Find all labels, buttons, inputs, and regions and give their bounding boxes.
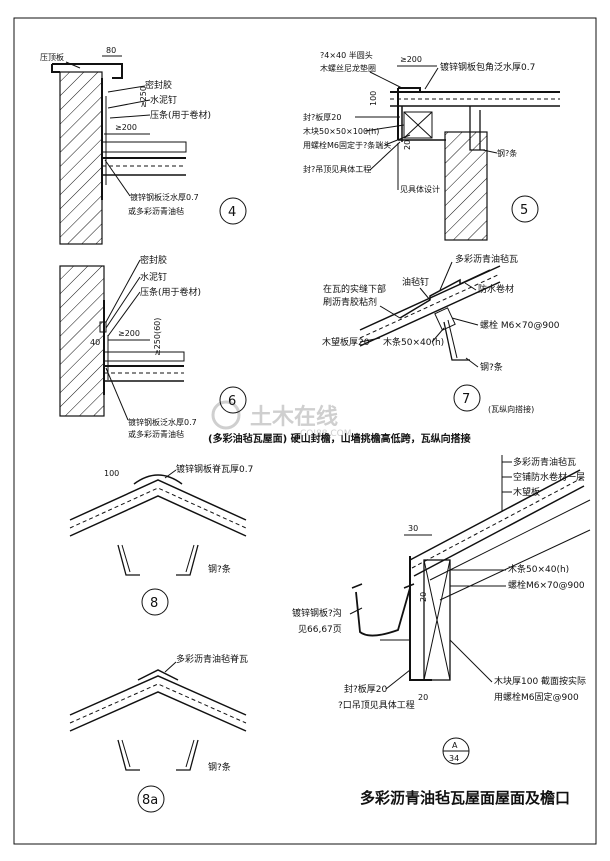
d8-dim: 100 (104, 469, 119, 478)
d5-label-3: 封?板厚20 (303, 112, 341, 122)
d8-number: 8 (150, 596, 158, 611)
d6-label-1: 水泥钉 (140, 271, 167, 283)
watermark-sub: COI88.COM (300, 429, 351, 439)
d7-label-5: 螺栓 M6×70@900 (480, 319, 560, 331)
d6-label-2: 压条(用于卷材) (140, 286, 201, 298)
d7-label-8: 钢?条 (480, 361, 503, 373)
eave-label-0: 多彩沥青油毡瓦 (513, 456, 576, 468)
detail-8: 100 镀锌钢板脊瓦厚0.7 钢?条 8 (69, 463, 253, 616)
eave-label-3: 木条50×40(h) (508, 563, 569, 575)
eave-label-10: 用螺栓M6固定@900 (494, 691, 579, 703)
d4-dim-lap: ≥200 (115, 123, 137, 132)
sheet-border (13, 17, 597, 845)
d4-label-3: 压条(用于卷材) (150, 109, 211, 121)
d8-label-0: 镀锌钢板脊瓦厚0.7 (176, 463, 253, 475)
eave-label-5: 镀锌钢板?沟 (292, 607, 342, 619)
eave-dim-left: 20 (419, 592, 428, 602)
d6-dim-side: ≥250(60) (153, 318, 162, 356)
d7-label-2: 在瓦的实缝下部 (323, 283, 386, 295)
d8a-number: 8a (142, 793, 158, 808)
d7-label-3: 刷沥青胶粘剂 (323, 296, 377, 308)
d5-number: 5 (520, 203, 528, 218)
eave-label-7: 封?板厚20 (344, 683, 388, 695)
eave-label-2: 木望板 (513, 486, 540, 498)
d7-note: (瓦纵向搭接) (488, 404, 534, 414)
d5-dim-v2: 20 (403, 140, 412, 150)
d4-label-1: 密封胶 (145, 79, 172, 91)
detail-4: 80 ≥250 ≥200 压顶板 密封胶 水泥钉 压条(用于卷材) 镀锌钢板泛水… (40, 46, 247, 245)
eave-label-9: 木块厚100 截面按实际 (494, 675, 586, 687)
d4-number: 4 (228, 205, 236, 220)
d4-label-4: 镀锌钢板泛水厚0.7 (130, 192, 199, 202)
eave-label-1: 空铺防水卷材一层 (513, 471, 585, 483)
d6-dim-left: 40 (90, 338, 100, 347)
d7-label-7: 木条50×40(h) (383, 336, 444, 348)
detail-8a: 多彩沥青油毡脊瓦 钢?条 8a (69, 653, 248, 813)
watermark-text: 土木在线 (250, 404, 338, 430)
detail-eave: 30 20 20 多彩沥青油毡瓦 空铺防水卷材一层 木望板 木条50×40(h)… (292, 455, 591, 765)
d6-label-0: 密封胶 (140, 254, 167, 266)
main-title: 多彩沥青油毡瓦屋面屋面及檐口 (360, 789, 570, 807)
d7-label-4: 防水卷材 (478, 283, 514, 295)
d6-dim-lap: ≥200 (118, 329, 140, 338)
eave-label-8: ?口吊顶见具体工程 (338, 699, 415, 711)
watermark: 土木在线 COI88.COM (211, 400, 351, 439)
d5-dim-lap: ≥200 (400, 55, 422, 64)
eave-dim-top: 30 (408, 524, 418, 533)
d4-dim-side: ≥250 (139, 86, 148, 108)
d5-label-1: 木螺丝尼龙垫圈 (320, 63, 376, 73)
d6-label-3: 镀锌钢板泛水厚0.7 (128, 417, 197, 427)
sheet-ref-top: A (452, 741, 458, 750)
d7-number: 7 (462, 392, 470, 407)
d5-label-7: 见具体设计 (400, 184, 440, 194)
d5-label-0: ?4×40 半圆头 (320, 50, 373, 60)
d4-label-2: 水泥钉 (150, 94, 177, 106)
d5-label-8: 钢?条 (497, 148, 517, 158)
mid-caption: (多彩油毡瓦屋面) 硬山封檐，山墙挑檐高低跨，瓦纵向搭接 (208, 432, 471, 445)
detail-6: 40 ≥200 ≥250(60) 密封胶 水泥钉 压条(用于卷材) 镀锌钢板泛水… (59, 254, 247, 439)
d5-dim-v1: 100 (369, 91, 378, 106)
sheet-ref-bottom: 34 (449, 754, 459, 763)
d4-label-0: 压顶板 (40, 52, 64, 62)
eave-label-4: 螺栓M6×70@900 (508, 579, 585, 591)
d4-label-5: 或多彩沥青油毡 (128, 206, 184, 216)
d8a-label-1: 钢?条 (208, 761, 231, 773)
detail-5: ≥200 100 20 ?4×40 半圆头 木螺丝尼龙垫圈 镀锌钢板包角泛水厚0… (303, 50, 560, 241)
eave-label-6: 见66,67页 (298, 624, 342, 635)
d4-dim-top: 80 (106, 46, 116, 55)
detail-7: 多彩沥青油毡瓦 油毡钉 在瓦的实缝下部 刷沥青胶粘剂 防水卷材 螺栓 M6×70… (322, 253, 560, 414)
d7-label-0: 多彩沥青油毡瓦 (455, 253, 518, 265)
d6-number: 6 (228, 394, 236, 409)
eave-dim-bottom: 20 (418, 693, 428, 702)
d5-label-4: 木块50×50×100(h) (303, 126, 379, 136)
d7-label-6: 木望板厚20 (322, 336, 370, 348)
d5-label-2: 镀锌钢板包角泛水厚0.7 (440, 61, 535, 73)
d8a-label-0: 多彩沥青油毡脊瓦 (176, 653, 248, 665)
d5-label-5: 用螺栓M6固定于?条端头 (303, 140, 391, 150)
d6-label-4: 或多彩沥青油毡 (128, 429, 184, 439)
d8-label-1: 钢?条 (208, 563, 231, 575)
d5-label-6: 封?吊顶见具体工程 (303, 164, 371, 174)
d7-label-1: 油毡钉 (402, 276, 429, 288)
